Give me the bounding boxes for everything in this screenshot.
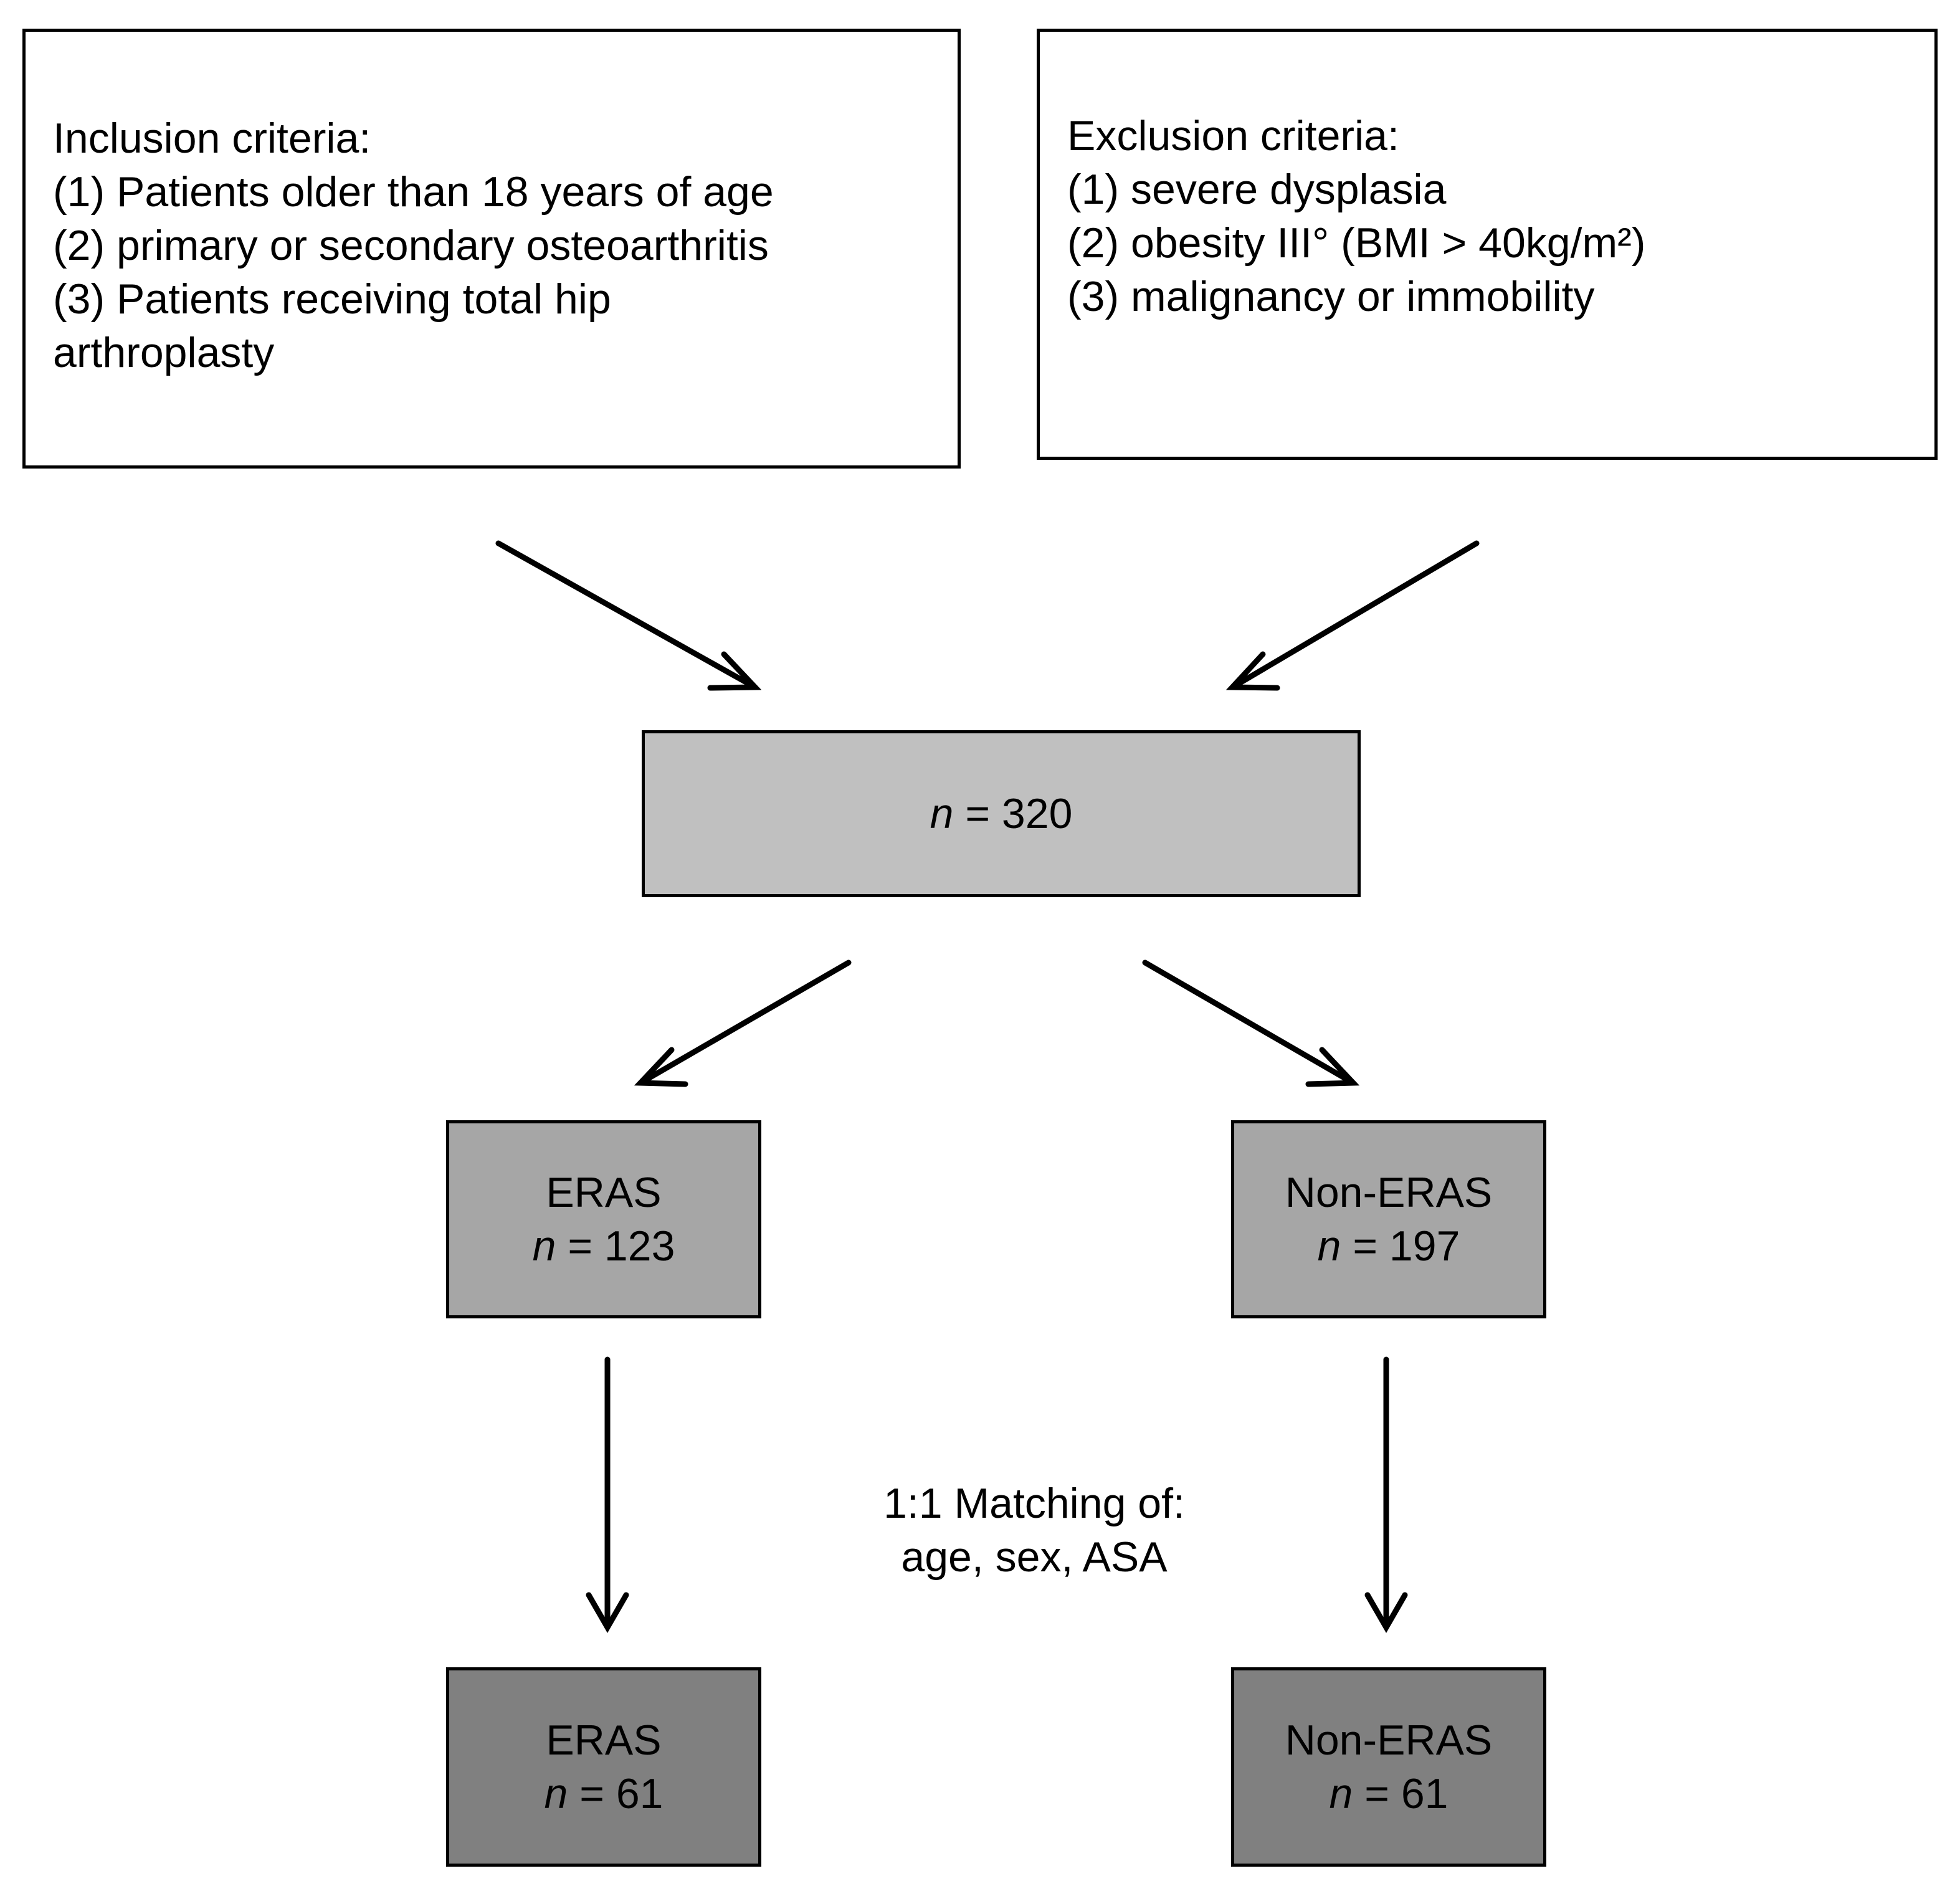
- arrow-total-to-non-eras: [1142, 960, 1360, 1087]
- arrow-eras-to-matched: [586, 1356, 629, 1634]
- inclusion-criterion-2: (2) primary or secondary osteoarthritis: [53, 222, 769, 269]
- arrow-exclusion-to-total: [1225, 540, 1480, 691]
- eras-group-box: ERAS n = 123: [446, 1120, 761, 1318]
- non-eras-group-count: n = 197: [1318, 1219, 1460, 1273]
- inclusion-criterion-1: (1) Patients older than 18 years of age: [53, 168, 774, 216]
- exclusion-criterion-3: (3) malignancy or immobility: [1067, 273, 1595, 320]
- inclusion-criteria-box: Inclusion criteria: (1) Patients older t…: [22, 29, 961, 469]
- eras-matched-box: ERAS n = 61: [446, 1667, 761, 1867]
- inclusion-criteria-text: Inclusion criteria: (1) Patients older t…: [53, 112, 939, 379]
- exclusion-criterion-2: (2) obesity III° (BMI > 40kg/m²): [1067, 219, 1646, 267]
- eras-n-value: = 123: [568, 1222, 675, 1270]
- eras-n-symbol: n: [532, 1222, 556, 1270]
- non-eras-matched-box: Non-ERAS n = 61: [1231, 1667, 1546, 1867]
- arrow-non-eras-to-matched: [1364, 1356, 1408, 1634]
- eras-group-label: ERAS: [546, 1169, 662, 1216]
- inclusion-criteria-title: Inclusion criteria:: [53, 115, 371, 162]
- non-eras-matched-count: n = 61: [1330, 1767, 1449, 1821]
- non-eras-n-value: = 197: [1353, 1222, 1460, 1270]
- arrow-total-to-eras: [634, 960, 852, 1087]
- non-eras-group-box: Non-ERAS n = 197: [1231, 1120, 1546, 1318]
- matching-label-line-2: age, sex, ASA: [901, 1533, 1168, 1581]
- exclusion-criterion-1: (1) severe dysplasia: [1067, 166, 1447, 213]
- arrow-inclusion-to-total: [495, 540, 762, 691]
- total-cohort-count: n = 320: [930, 787, 1073, 840]
- exclusion-criteria-box: Exclusion criteria: (1) severe dysplasia…: [1037, 29, 1938, 460]
- total-cohort-box: n = 320: [642, 730, 1361, 897]
- non-eras-matched-n-value: = 61: [1364, 1770, 1449, 1817]
- total-n-symbol: n: [930, 790, 954, 837]
- exclusion-criteria-text: Exclusion criteria: (1) severe dysplasia…: [1067, 109, 1916, 323]
- inclusion-criterion-3-continued: arthroplasty: [53, 329, 275, 376]
- non-eras-matched-n-symbol: n: [1329, 1770, 1353, 1817]
- non-eras-matched-label: Non-ERAS: [1285, 1717, 1493, 1764]
- matching-label-line-1: 1:1 Matching of:: [883, 1480, 1185, 1527]
- eras-group-count: n = 123: [533, 1219, 675, 1273]
- matching-label: 1:1 Matching of: age, sex, ASA: [810, 1477, 1258, 1584]
- inclusion-criterion-3: (3) Patients receiving total hip: [53, 275, 611, 323]
- non-eras-group-label: Non-ERAS: [1285, 1169, 1493, 1216]
- eras-matched-n-symbol: n: [544, 1770, 568, 1817]
- total-n-value: = 320: [965, 790, 1073, 837]
- eras-matched-count: n = 61: [545, 1767, 664, 1821]
- eras-matched-n-value: = 61: [579, 1770, 664, 1817]
- eras-matched-label: ERAS: [546, 1717, 662, 1764]
- exclusion-criteria-title: Exclusion criteria:: [1067, 112, 1399, 160]
- non-eras-n-symbol: n: [1317, 1222, 1341, 1270]
